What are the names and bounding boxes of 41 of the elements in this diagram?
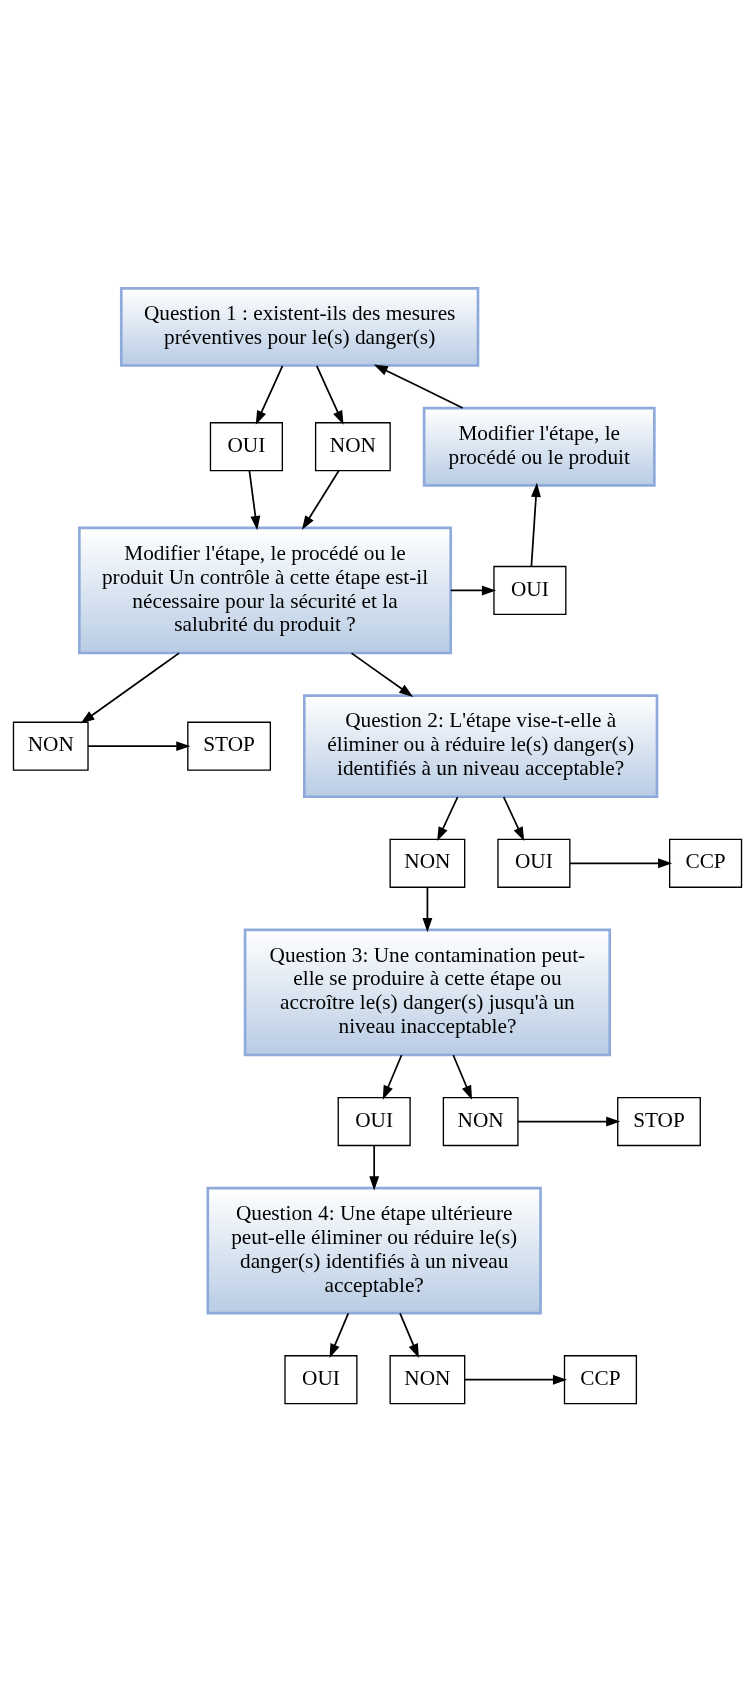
- arrow: [502, 795, 525, 841]
- arrow: [569, 857, 673, 868]
- arrow: [437, 795, 459, 841]
- node-box: STOP: [187, 721, 272, 771]
- arrow: [530, 482, 541, 567]
- arrow: [248, 469, 261, 530]
- arrow: [464, 1374, 568, 1385]
- node-box: Question 2: L'étape vise-t-elle à éliminer ou à réduire le(s) danger(s) identifiés à un niveau acceptable?: [302, 693, 659, 798]
- node-box: OUI: [337, 1096, 411, 1146]
- arrow: [399, 1311, 419, 1358]
- node-box: Question 4: Une étape ultérieure peut-elle éliminer ou réduire le(s) danger(s) identifiés à un niveau acceptable?: [206, 1186, 542, 1314]
- arrow: [80, 651, 180, 724]
- node-box: NON: [314, 421, 391, 471]
- arrow: [87, 740, 191, 751]
- node-box: OUI: [493, 565, 567, 615]
- node-box: OUI: [209, 421, 283, 471]
- arrow: [369, 1144, 380, 1190]
- node-box: NON: [389, 838, 466, 888]
- node-box: Modifier l'étape, le procédé ou le produit: [422, 406, 656, 487]
- arrow: [382, 1053, 403, 1100]
- arrow: [302, 469, 340, 530]
- arrow: [517, 1116, 621, 1126]
- node-box: OUI: [497, 838, 571, 888]
- node-box: NON: [442, 1096, 519, 1146]
- node-box: Question 1 : existent-ils des mesures préventives pour le(s) danger(s): [119, 286, 480, 367]
- node-box: NON: [12, 721, 89, 771]
- node-box: Question 3: Une contamination peut-elle se produire à cette étape ou accroître le(s) danger(s) jusqu'à un niveau inacceptable?: [243, 928, 612, 1056]
- node-box: CCP: [669, 838, 743, 888]
- arrow: [422, 886, 433, 932]
- node-box: Modifier l'étape, le procédé ou le produit Un contrôle à cette étape est-il nécessaire pour la sécurité et la salubrité du produit ?: [78, 526, 453, 654]
- arrow: [373, 364, 464, 409]
- node-box: STOP: [617, 1096, 701, 1146]
- arrow: [315, 364, 344, 425]
- arrow: [255, 364, 284, 425]
- arrow: [350, 651, 414, 697]
- node-box: OUI: [284, 1354, 358, 1404]
- arrow: [452, 1053, 473, 1100]
- arrow: [329, 1311, 350, 1358]
- arrow: [449, 585, 497, 595]
- node-box: NON: [389, 1354, 466, 1404]
- node-box: CCP: [563, 1354, 638, 1404]
